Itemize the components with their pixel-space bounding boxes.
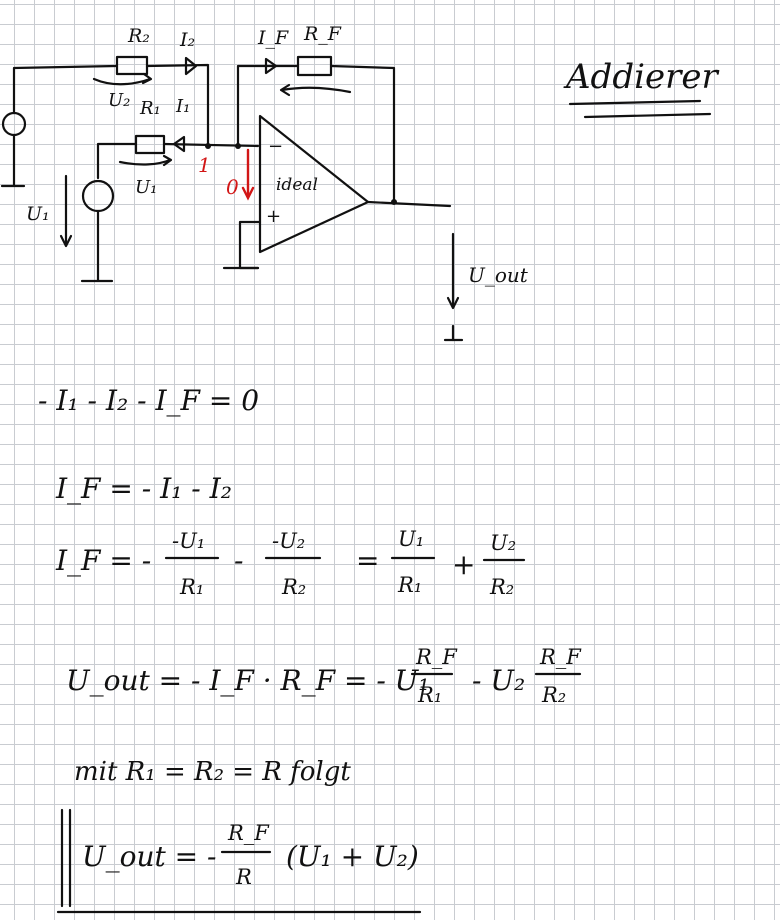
eq3-num3: U₁ (398, 527, 424, 551)
arrow-if (264, 57, 278, 75)
label-u2: U₂ (108, 90, 130, 111)
resistor-r1 (134, 134, 166, 155)
label-red-zero: 0 (226, 175, 239, 199)
eq3-eq: = (356, 544, 379, 577)
equation-5: mit R₁ = R₂ = R folgt (74, 757, 351, 787)
arrow-u1-left-head (59, 234, 73, 248)
equation-1: - I₁ - I₂ - I_F = 0 (38, 384, 259, 417)
eq4-num1: R_F (415, 645, 458, 669)
arrow-u2-curve (92, 77, 152, 86)
eq3-num2: -U₂ (272, 529, 305, 553)
label-red-one: 1 (198, 153, 211, 177)
wire-plus-ground (238, 220, 262, 270)
arrow-u2-head (141, 72, 153, 85)
page-title: Addierer (563, 57, 719, 97)
label-opamp-ideal: ideal (276, 175, 318, 195)
label-opamp-minus: − (268, 136, 283, 157)
eq3-den2: R₂ (281, 575, 306, 599)
eq3-num1: -U₁ (172, 529, 205, 553)
resistor-r2 (115, 55, 149, 76)
label-u1-left: U₁ (26, 203, 50, 225)
eq3-den4: R₂ (489, 575, 514, 599)
label-i2: I₂ (179, 29, 195, 51)
eq3-minus: - (234, 544, 243, 577)
arrow-u1-top-head (162, 154, 173, 167)
arrow-urf-head (279, 83, 291, 97)
equation-4: U_out = - I_F · R_F = - U₁ R_F R₁ - U₂ R… (66, 645, 582, 707)
title-underline-1 (568, 99, 702, 106)
label-uout: U_out (468, 263, 529, 287)
eq4-mid: - U₂ (472, 664, 525, 697)
label-opamp-plus: + (266, 206, 281, 227)
eq4-num2: R_F (539, 645, 582, 669)
label-rf: R_F (303, 23, 342, 45)
eq3-plus: + (452, 548, 475, 581)
eq4-lhs: U_out = - I_F · R_F = - U₁ (66, 664, 430, 697)
circuit-diagram (0, 55, 464, 342)
arrow-urf-curve (280, 86, 352, 94)
label-r1: R₁ (139, 98, 161, 119)
node-dot-3 (391, 199, 397, 205)
wire-r2-node (145, 63, 210, 148)
arrow-uout-head (446, 296, 460, 310)
label-if: I_F (257, 27, 289, 49)
equation-3: I_F = - -U₁ R₁ - -U₂ R₂ = U₁ R₁ + U₂ R₂ (55, 527, 526, 599)
eq4-den2: R₂ (541, 683, 566, 707)
label-r2: R₂ (127, 25, 150, 47)
wire-r1-node (162, 142, 260, 148)
label-i1: I₁ (175, 96, 190, 117)
wire-output (366, 200, 452, 208)
voltage-source-u2 (1, 111, 27, 137)
eq6-num: R_F (227, 821, 270, 845)
label-u1-top: U₁ (135, 177, 157, 198)
title-underline-2 (583, 112, 712, 119)
wire-u1-source (96, 142, 138, 180)
eq4-den1: R₁ (417, 683, 442, 707)
eq6-rhs: (U₁ + U₂) (286, 840, 419, 873)
arrow-u1-top-curve (118, 158, 172, 166)
node-dot-1 (205, 143, 211, 149)
wire-feedback-right (329, 64, 396, 204)
equation-6-result: U_out = - R_F R (U₁ + U₂) (56, 808, 422, 914)
equation-2: I_F = - I₁ - I₂ (55, 472, 232, 505)
eq3-num4: U₂ (490, 531, 516, 555)
opamp-triangle (258, 114, 370, 254)
arrow-i2 (184, 56, 198, 76)
red-current-arrow-head (241, 186, 255, 201)
resistor-rf (296, 55, 333, 77)
eq3-den3: R₁ (397, 573, 422, 597)
eq6-den: R (235, 865, 252, 889)
eq3-den1: R₁ (179, 575, 204, 599)
wire-feedback-left (236, 64, 300, 148)
eq3-lhs: I_F = - (55, 544, 151, 577)
arrow-i1 (172, 135, 186, 153)
node-dot-2 (235, 143, 241, 149)
wire-u2-top (12, 64, 118, 115)
eq6-lhs: U_out = - (82, 840, 216, 873)
voltage-source-u1 (81, 179, 115, 213)
